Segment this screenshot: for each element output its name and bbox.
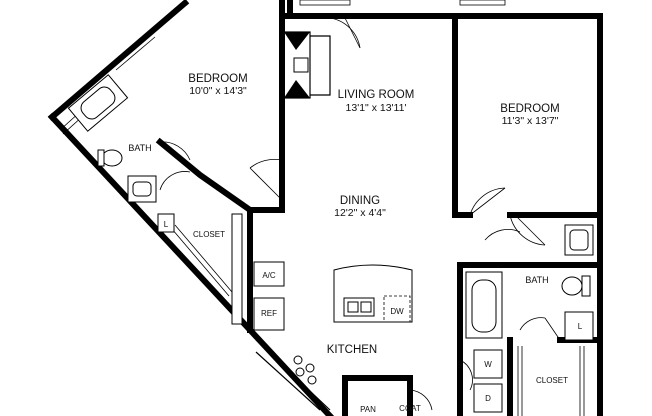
pan-label: PAN (360, 405, 376, 414)
bath-left-fixtures (67, 74, 157, 203)
living-room-dims: 13'1" x 13'11' (346, 102, 407, 114)
fireplace (283, 31, 331, 99)
living-room-name: LIVING ROOM (338, 89, 415, 101)
closet-right-name: CLOSET (536, 376, 568, 385)
kitchen-island (333, 264, 413, 323)
dining-name: DINING (340, 195, 380, 207)
ac-label: A/C (262, 271, 276, 280)
closet-left-name: CLOSET (193, 230, 225, 239)
bedroom-right-dims: 11'3" x 13'7" (502, 115, 559, 127)
bath-right-fixtures (465, 224, 594, 341)
closet-right-shelving (517, 346, 585, 416)
dryer-label: D (485, 394, 491, 403)
washer-label: W (484, 360, 492, 369)
bath-left-name: BATH (128, 143, 151, 153)
linen-left-label: L (164, 220, 169, 229)
linen-right-label: L (578, 322, 583, 331)
bath-right-name: BATH (525, 275, 548, 285)
bedroom-left-name: BEDROOM (188, 73, 247, 85)
laundry (473, 349, 503, 413)
coat-label: COAT (399, 404, 421, 413)
doors (159, 17, 561, 411)
bedroom-right-name: BEDROOM (500, 103, 559, 115)
closet-left-shelving (157, 213, 243, 325)
dining-dims: 12'2" x 4'4" (334, 207, 386, 219)
ref-label: REF (261, 309, 277, 318)
windows (59, 0, 506, 135)
bedroom-left-dims: 10'0" x 14'3" (189, 85, 247, 97)
kitchen-name: KITCHEN (327, 344, 377, 356)
kitchen-counters (255, 339, 331, 411)
dw-label: DW (390, 307, 404, 316)
mechanical (253, 261, 285, 331)
